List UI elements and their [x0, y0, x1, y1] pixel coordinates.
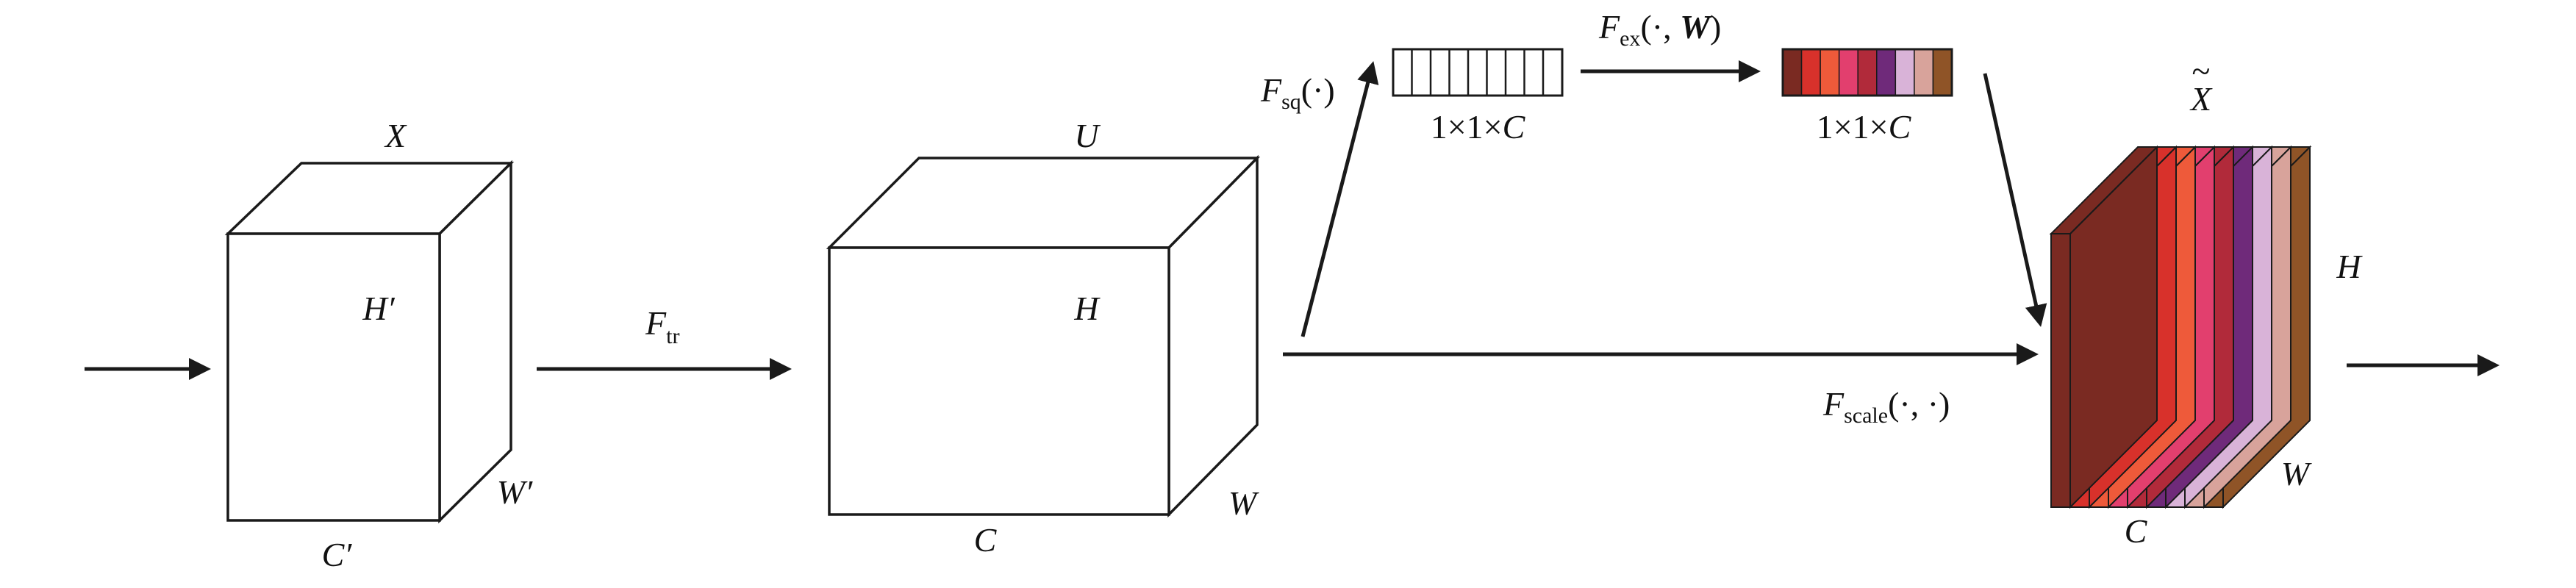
label-c-out: C: [2125, 512, 2148, 550]
output-slab-front: [2050, 233, 2071, 508]
label-fex: Fex(·, W): [1598, 8, 1721, 51]
excitation-cell: [1820, 49, 1840, 96]
excitation-cell: [1932, 49, 1953, 96]
label-w: W: [1228, 484, 1259, 522]
label-c: C: [974, 521, 998, 559]
excitation-cell: [1782, 49, 1803, 96]
label-vec1: 1×1×C: [1431, 108, 1526, 146]
excitation-cell: [1838, 49, 1858, 96]
excitation-cell: [1876, 49, 1897, 96]
excitation-cell: [1800, 49, 1821, 96]
label-c-prime: C′: [322, 536, 353, 573]
label-h-out: H: [2336, 248, 2363, 285]
label-vec2: 1×1×C: [1817, 108, 1912, 146]
label-fscale: Fscale(·, ·): [1822, 385, 1950, 428]
label-ftr: Ftr: [645, 304, 679, 348]
excitation-cell: [1914, 49, 1934, 96]
label-u: U: [1074, 117, 1101, 154]
input-tensor-x: [224, 159, 515, 524]
label-x-tilde-accent: ~: [2192, 52, 2211, 90]
label-h: H: [1073, 290, 1101, 327]
excitation-cell: [1895, 49, 1915, 96]
label-w-prime: W′: [497, 473, 533, 511]
excitation-cell: [1857, 49, 1878, 96]
feature-tensor-u: [826, 154, 1261, 518]
excitation-vector-border: [1781, 48, 1953, 97]
label-fsq: Fsq(·): [1260, 71, 1335, 114]
label-x: X: [384, 117, 407, 154]
label-h-prime: H′: [362, 290, 395, 327]
squeeze-vector: [1392, 48, 1564, 97]
excitation-vector: [1781, 48, 1953, 97]
label-x-tilde: X: [2189, 80, 2213, 118]
label-w-out: W: [2281, 455, 2312, 492]
reweight-arrow: [1983, 73, 2047, 327]
output-tensor-x-tilde: [2049, 145, 2312, 509]
fsq-arrow: [1300, 61, 1379, 337]
